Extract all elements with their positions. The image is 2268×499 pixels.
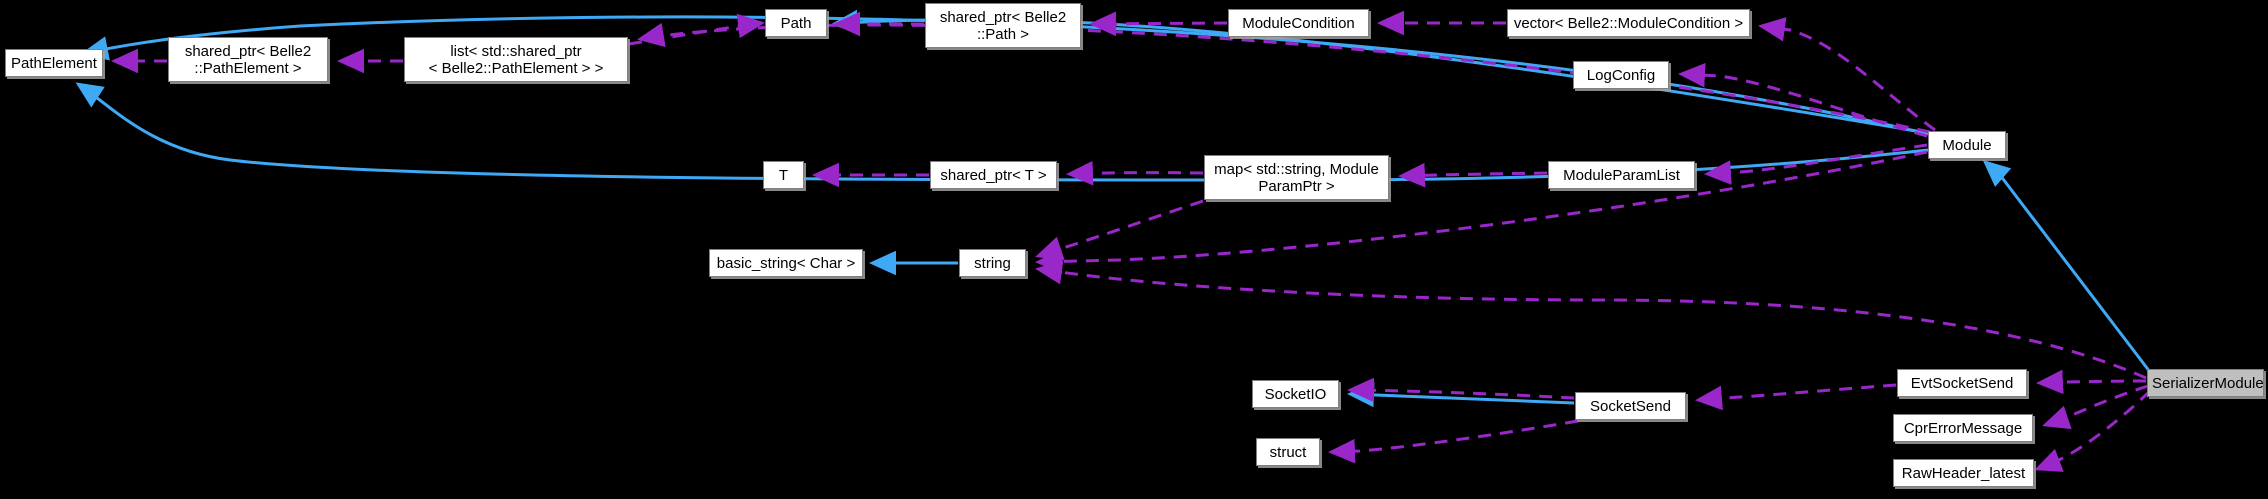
node-label: SocketIO — [1264, 385, 1327, 403]
node-serializermodule[interactable]: SerializerModule — [2147, 369, 2264, 397]
edge-moduleparamlist-map — [1398, 162, 1548, 188]
node-label: SerializerModule — [2152, 374, 2264, 392]
edge-listpe-path — [628, 13, 765, 46]
node-label: shared_ptr< Belle2 ::PathElement > — [184, 42, 312, 77]
node-label: map< std::string, Module ParamPtr > — [1214, 160, 1379, 195]
edge-module-vectormc — [1758, 17, 1936, 132]
node-socketsend[interactable]: SocketSend — [1575, 392, 1686, 420]
node-t[interactable]: T — [763, 161, 804, 189]
node-label: CprErrorMessage — [1903, 419, 2023, 437]
node-cprerrormessage[interactable]: CprErrorMessage — [1893, 414, 2033, 442]
node-label: RawHeader_latest — [1901, 464, 2026, 482]
node-label: Path — [780, 14, 812, 32]
node-label: SocketSend — [1590, 397, 1671, 415]
node-vector-belle2-modulecondition[interactable]: vector< Belle2::ModuleCondition > — [1507, 9, 1750, 37]
node-label: PathElement — [11, 54, 97, 72]
node-rawheader-latest[interactable]: RawHeader_latest — [1893, 459, 2034, 487]
edge-socketsend-struct — [1328, 419, 1579, 464]
node-module[interactable]: Module — [1928, 131, 2006, 159]
node-label: ModuleParamList — [1563, 166, 1680, 184]
edge-serializermodule-module — [1982, 160, 2152, 373]
node-label: basic_string< Char > — [716, 254, 856, 272]
edge-map-sharedptrt — [1066, 160, 1204, 186]
edge-map-string — [1035, 199, 1204, 261]
node-shared-ptr-belle2-path[interactable]: shared_ptr< Belle2 ::Path > — [925, 3, 1081, 48]
node-struct[interactable]: struct — [1256, 438, 1320, 466]
edge-evtsocketsend-socketsend — [1695, 383, 1897, 411]
node-basic-string-char[interactable]: basic_string< Char > — [709, 249, 863, 277]
node-logconfig[interactable]: LogConfig — [1573, 61, 1669, 89]
edge-socketsend-socketio-usage — [1347, 377, 1575, 403]
edge-module-logconfig — [1678, 62, 1928, 138]
edge-serializermodule-cprerrormessage — [2042, 384, 2149, 430]
node-pathelement[interactable]: PathElement — [5, 49, 103, 77]
node-path[interactable]: Path — [765, 9, 827, 37]
node-shared-ptr-belle2-pathelement[interactable]: shared_ptr< Belle2 ::PathElement > — [168, 37, 328, 82]
edge-module-string — [1035, 150, 1928, 274]
node-label: list< std::shared_ptr < Belle2::PathElem… — [428, 42, 604, 77]
node-modulecondition[interactable]: ModuleCondition — [1228, 9, 1369, 37]
node-label: shared_ptr< T > — [940, 166, 1047, 184]
node-label: vector< Belle2::ModuleCondition > — [1513, 14, 1744, 32]
edge-socketsend-socketio — [1347, 382, 1575, 408]
node-socketio[interactable]: SocketIO — [1252, 380, 1339, 408]
edge-serializermodule-evtsocketsend — [2036, 369, 2147, 395]
node-list-shared-ptr-belle2-pathelement[interactable]: list< std::shared_ptr < Belle2::PathElem… — [404, 37, 628, 82]
node-string[interactable]: string — [959, 249, 1026, 277]
inheritance-edges — [75, 9, 2152, 408]
node-label: LogConfig — [1586, 66, 1656, 84]
node-label: T — [778, 166, 789, 184]
edge-serializermodule-string — [1035, 260, 2147, 380]
node-label: string — [974, 254, 1011, 272]
usage-edges — [111, 10, 2152, 472]
edge-serializermodule-rawheaderlatest — [2034, 389, 2152, 472]
node-label: struct — [1269, 443, 1307, 461]
edge-module-moduleparamlist — [1704, 143, 1928, 185]
node-label: Module — [1942, 136, 1992, 154]
node-label: shared_ptr< Belle2 ::Path > — [939, 8, 1067, 43]
edge-modulecondition-sharedptrpath — [1089, 11, 1228, 37]
node-label: EvtSocketSend — [1910, 374, 2014, 392]
node-evtsocketsend[interactable]: EvtSocketSend — [1897, 369, 2027, 397]
node-label: ModuleCondition — [1242, 14, 1355, 32]
node-shared-ptr-t[interactable]: shared_ptr< T > — [930, 161, 1057, 189]
node-map-string-moduleparamptr[interactable]: map< std::string, Module ParamPtr > — [1204, 155, 1389, 200]
node-moduleparamlist[interactable]: ModuleParamList — [1548, 161, 1695, 189]
edge-module-listpe — [637, 22, 1931, 134]
